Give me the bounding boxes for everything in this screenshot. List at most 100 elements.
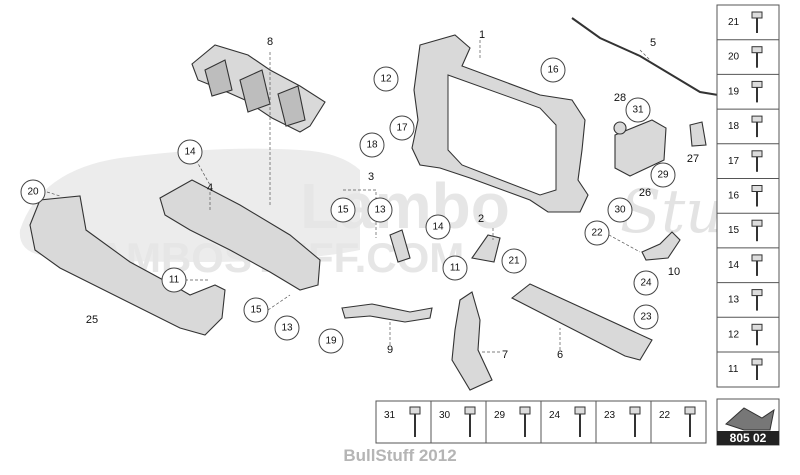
part-8-air-duct — [191, 44, 326, 133]
label-7: 7 — [502, 349, 508, 361]
legend-item-number: 30 — [439, 410, 451, 421]
label-26: 26 — [639, 187, 651, 199]
legend-item-number: 16 — [728, 191, 740, 202]
callout-13-left: 13 — [274, 315, 300, 341]
fastener-icon — [751, 219, 763, 242]
fastener-icon — [629, 406, 641, 437]
legend-item-number: 12 — [728, 329, 740, 340]
fastener-icon — [751, 358, 763, 380]
fastener-icon — [751, 80, 763, 103]
legend-item: 12 — [717, 316, 779, 346]
legend-item-number: 15 — [728, 225, 740, 236]
fastener-icon — [519, 406, 531, 437]
reference-arrow-icon — [725, 407, 775, 431]
svg-text:19: 19 — [325, 336, 337, 347]
svg-text:15: 15 — [250, 305, 262, 316]
svg-text:21: 21 — [508, 256, 520, 267]
fastener-icon — [751, 185, 763, 207]
callout-29: 29 — [650, 162, 676, 188]
fastener-icon — [409, 406, 421, 437]
legend-item: 29 — [485, 401, 531, 443]
legend-item-number: 18 — [728, 121, 740, 132]
callout-21: 21 — [501, 248, 527, 274]
svg-text:14: 14 — [184, 147, 196, 158]
svg-text:29: 29 — [657, 170, 669, 181]
legend-item: 22 — [650, 401, 696, 443]
legend-right-cells: 21 20 19 18 17 16 15 14 13 12 11 — [717, 11, 779, 380]
callout-11-center: 11 — [442, 255, 468, 281]
part-4-cross-member — [159, 179, 321, 291]
legend-item: 30 — [430, 401, 476, 443]
legend-right: 21 20 19 18 17 16 15 14 13 12 11 — [716, 4, 780, 388]
part-26-box — [614, 119, 667, 177]
callout-23: 23 — [633, 304, 659, 330]
svg-text:15: 15 — [337, 205, 349, 216]
part-1-frame — [411, 34, 589, 213]
legend-item: 16 — [717, 178, 779, 207]
label-6: 6 — [557, 349, 563, 361]
legend-item-number: 20 — [728, 52, 740, 63]
reference-box: 805 02 — [716, 398, 780, 446]
fastener-icon — [751, 46, 763, 68]
legend-item-number: 31 — [384, 410, 396, 421]
label-8: 8 — [267, 36, 273, 48]
fastener-icon — [751, 150, 763, 172]
legend-item-number: 17 — [728, 156, 740, 167]
label-9: 9 — [387, 344, 393, 356]
callout-15-left: 15 — [243, 297, 269, 323]
part-3-bracket — [389, 229, 411, 263]
svg-text:20: 20 — [27, 187, 39, 198]
legend-item: 23 — [595, 401, 641, 443]
fastener-icon — [751, 11, 763, 33]
svg-text:13: 13 — [281, 323, 293, 334]
part-7-bracket — [451, 291, 493, 391]
callout-17: 17 — [389, 115, 415, 141]
legend-item: 11 — [717, 351, 779, 380]
callout-30: 30 — [607, 197, 633, 223]
callouts: 12 16 17 18 14 20 15 13 14 11 21 22 30 2… — [20, 57, 676, 354]
label-27: 27 — [687, 153, 699, 165]
callout-22: 22 — [584, 220, 610, 246]
fastener-icon — [751, 254, 763, 276]
legend-item: 14 — [717, 247, 779, 276]
legend-item: 15 — [717, 212, 779, 242]
fastener-icon — [684, 406, 696, 437]
fastener-icon — [751, 115, 763, 138]
callout-14-left: 14 — [177, 139, 203, 165]
callout-31: 31 — [625, 97, 651, 123]
callout-14-center: 14 — [425, 214, 451, 240]
callout-18: 18 — [359, 132, 385, 158]
fastener-icon — [464, 406, 476, 437]
part-25-bumper-beam — [29, 195, 226, 336]
legend-item-number: 22 — [659, 410, 671, 421]
svg-text:11: 11 — [450, 263, 461, 274]
legend-item-number: 13 — [728, 295, 740, 306]
callout-11-left: 11 — [161, 267, 187, 293]
legend-item-number: 19 — [728, 86, 740, 97]
label-28: 28 — [614, 92, 626, 104]
label-4: 4 — [207, 182, 213, 194]
svg-text:17: 17 — [396, 123, 408, 134]
legend-item: 13 — [717, 282, 779, 311]
part-5-cable — [571, 17, 719, 96]
label-5: 5 — [650, 37, 656, 49]
legend-item: 21 — [728, 11, 763, 33]
legend-item: 20 — [717, 39, 779, 68]
callout-15-center: 15 — [330, 197, 356, 223]
label-2: 2 — [478, 213, 484, 225]
legend-item-number: 14 — [728, 260, 740, 271]
svg-text:13: 13 — [374, 205, 386, 216]
legend-item-number: 23 — [604, 410, 616, 421]
fastener-icon — [574, 406, 586, 437]
leader-lines — [46, 40, 651, 353]
svg-text:11: 11 — [169, 275, 180, 286]
part-6-under-panel — [510, 283, 653, 361]
svg-text:24: 24 — [640, 278, 652, 289]
part-2-bracket — [471, 234, 501, 263]
callout-16: 16 — [540, 57, 566, 83]
label-25: 25 — [86, 314, 98, 326]
main-labels: 1 2 3 4 5 6 7 8 9 10 25 26 27 28 — [86, 29, 699, 361]
label-10: 10 — [668, 266, 680, 278]
svg-text:14: 14 — [432, 222, 444, 233]
